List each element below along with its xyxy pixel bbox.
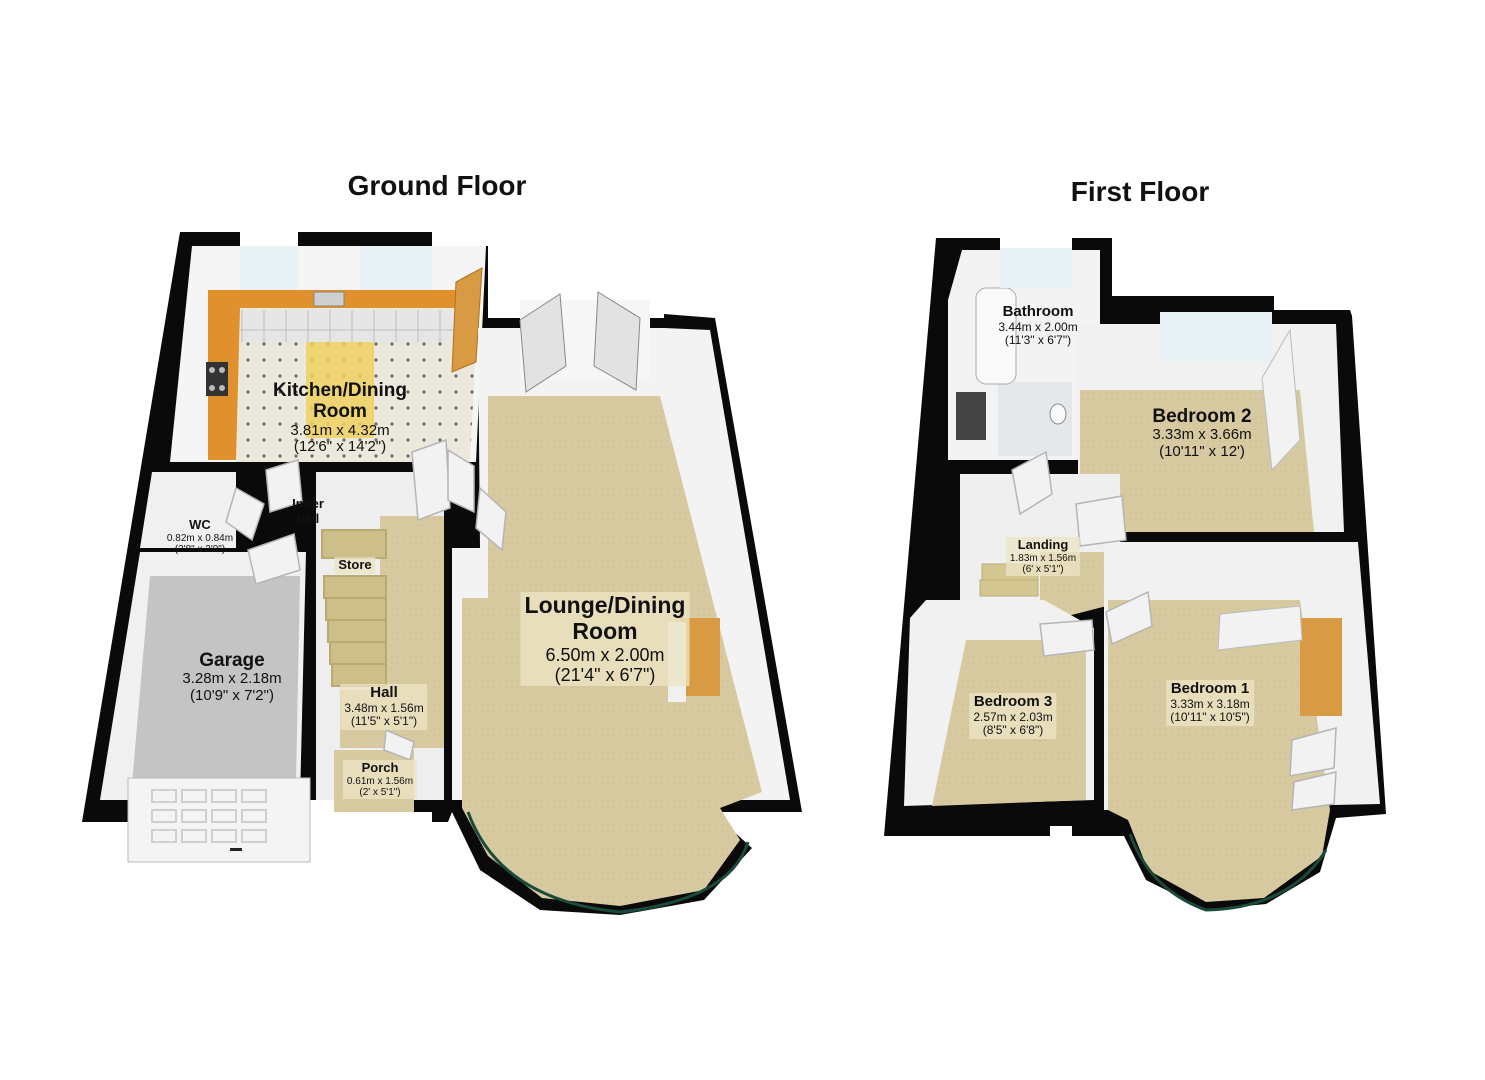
garage-dim-ft: (10'9" x 7'2") [190, 687, 274, 705]
lounge-dim-m: 6.50m x 2.00m [545, 644, 665, 665]
bedroom3-name: Bedroom 3 [973, 693, 1053, 710]
bedroom1-wardrobe [1300, 618, 1342, 716]
kitchen-island [306, 340, 374, 438]
lounge-patio-door-right [593, 291, 641, 391]
bedroom1-label: Bedroom 1 3.33m x 3.18m (10'11" x 10'5") [1166, 680, 1254, 726]
first-floor-plan [884, 238, 1386, 912]
landing-dim-ft: (6' x 5'1") [1022, 563, 1064, 575]
lounge-bay-curve [466, 811, 750, 914]
kitchen-worktop [208, 290, 464, 460]
ground-doors [225, 438, 507, 762]
garage-floor [132, 576, 300, 784]
porch-dim-ft: (2' x 5'1") [359, 786, 401, 798]
inner-hall-label: Inner hall [292, 496, 324, 526]
bedroom1-name: Bedroom 1 [1170, 680, 1250, 697]
kitchen-name-1: Kitchen/Dining [272, 380, 408, 401]
garage-dim-m: 3.28m x 2.18m [182, 670, 282, 688]
bathroom-window [1000, 248, 1072, 288]
porch-name: Porch [361, 760, 399, 775]
landing-dim-m: 1.83m x 1.56m [1009, 552, 1077, 564]
landing-label: Landing 1.83m x 1.56m (6' x 5'1") [1005, 537, 1081, 576]
bedroom1-floor [1108, 600, 1330, 902]
porch-label: Porch 0.61m x 1.56m (2' x 5'1") [342, 760, 418, 799]
lounge-name-2: Room [572, 617, 638, 644]
lounge-label: Lounge/Dining Room 6.50m x 2.00m (21'4" … [520, 592, 690, 686]
kitchen-side-door [451, 267, 483, 373]
kitchen-label: Kitchen/Dining Room 3.81m x 4.32m (12'6"… [273, 380, 407, 456]
kitchen-name-2: Room [313, 401, 367, 423]
bathtub [975, 287, 1017, 385]
inner-hall-name-1: Inner [292, 496, 324, 511]
hall-dim-m: 3.48m x 1.56m [344, 700, 424, 715]
bedroom2-label: Bedroom 2 3.33m x 3.66m (10'11" x 12') [1152, 406, 1251, 461]
shower [956, 392, 986, 440]
wc-label: WC 0.82m x 0.84m (2'8" x 2'9") [166, 517, 234, 555]
ground-floor-plan [82, 232, 802, 915]
hall-label: Hall 3.48m x 1.56m (11'5" x 5'1") [340, 684, 428, 730]
bathroom-dim-ft: (11'3" x 6'7") [1004, 333, 1072, 348]
store-label: Store [334, 557, 376, 574]
porch-dim-m: 0.61m x 1.56m [346, 775, 414, 787]
kitchen-base-units [240, 310, 462, 342]
bedroom1-dim-m: 3.33m x 3.18m [1170, 696, 1250, 711]
bathroom-name: Bathroom [1002, 303, 1074, 320]
hall-name: Hall [370, 684, 398, 701]
kitchen-dim-ft: (12'6" x 14'2") [293, 438, 387, 456]
hob [206, 362, 228, 396]
ground-floor-title: Ground Floor [347, 170, 527, 201]
bedroom2-name: Bedroom 2 [1152, 406, 1252, 427]
sink [313, 291, 345, 307]
garage-name: Garage [199, 650, 265, 671]
staircase [321, 529, 387, 687]
bedroom2-dim-ft: (10'11" x 12') [1159, 443, 1245, 461]
lounge-patio-door-left [519, 293, 567, 393]
bedroom3-dim-ft: (8'5" x 6'8") [982, 723, 1044, 738]
bathroom-label: Bathroom 3.44m x 2.00m (11'3" x 6'7") [998, 303, 1078, 348]
hall-dim-ft: (11'5" x 5'1") [350, 714, 418, 729]
store-name: Store [338, 557, 372, 572]
bathroom-floor [998, 382, 1072, 456]
bedroom1-dim-ft: (10'11" x 10'5") [1170, 710, 1250, 725]
lounge-dim-ft: (21'4" x 6'7") [554, 664, 656, 685]
first-doors [1011, 450, 1337, 811]
bedroom2-dim-m: 3.33m x 3.66m [1152, 426, 1252, 444]
lounge-name-1: Lounge/Dining [524, 592, 686, 618]
first-floor-title: First Floor [1070, 176, 1210, 207]
bedroom1-wardrobe-door [1217, 605, 1303, 651]
bathroom-dim-m: 3.44m x 2.00m [998, 319, 1078, 334]
bedroom2-floor [1080, 390, 1314, 532]
garage-door [127, 777, 311, 863]
wc-room [140, 472, 236, 548]
bedroom3-dim-m: 2.57m x 2.03m [973, 709, 1053, 724]
wc-name: WC [189, 517, 211, 532]
landing-name: Landing [1017, 537, 1069, 552]
kitchen-window-right [360, 246, 432, 290]
inner-hall-name-2: hall [296, 510, 320, 526]
wc-dim-ft: (2'8" x 2'9") [174, 543, 226, 555]
bedroom1-bay-curve [1128, 833, 1328, 912]
kitchen-dim-m: 3.81m x 4.32m [290, 421, 390, 439]
bedroom3-label: Bedroom 3 2.57m x 2.03m (8'5" x 6'8") [969, 693, 1057, 739]
wc-dim-m: 0.82m x 0.84m [166, 532, 234, 544]
bedroom2-wardrobe-door [1261, 328, 1301, 472]
toilet [1049, 403, 1067, 425]
bedroom2-window [1160, 312, 1272, 362]
kitchen-window-left [240, 246, 298, 290]
garage-label: Garage 3.28m x 2.18m (10'9" x 7'2") [182, 650, 281, 705]
